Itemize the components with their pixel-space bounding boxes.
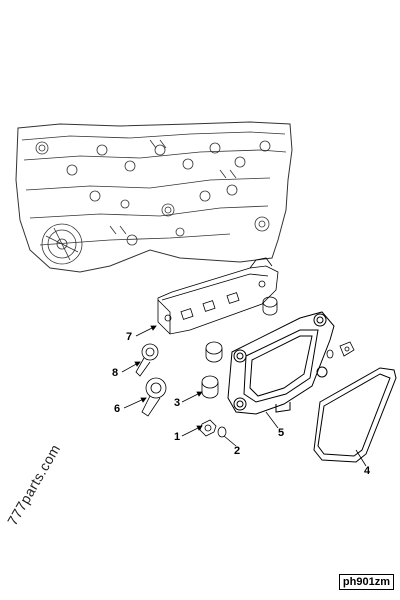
callout-6: 6	[114, 403, 120, 415]
part-2-washer	[217, 426, 227, 438]
callout-8: 8	[112, 367, 118, 379]
isolator-mount-middle	[205, 341, 223, 363]
part-8-ring-terminal	[135, 343, 159, 377]
part-6-ring-terminal	[141, 377, 167, 417]
part-3-isolator	[201, 375, 219, 399]
callout-2: 2	[234, 445, 240, 457]
callout-7: 7	[126, 331, 132, 343]
isolator-mount-upper	[262, 296, 278, 316]
callout-3: 3	[174, 397, 180, 409]
engine-block-illustration	[15, 121, 293, 273]
callout-1: 1	[174, 431, 180, 443]
part-7-bracket	[157, 257, 279, 335]
callout-labels: 7 8 3 6 1 2 5 4	[112, 331, 371, 477]
part-5-ecm-module	[227, 311, 335, 415]
callout-4: 4	[364, 465, 371, 477]
callout-5: 5	[278, 427, 284, 439]
figure-id-label: ph901zm	[338, 574, 394, 590]
part-1-plug	[199, 419, 217, 437]
part-4-gasket	[313, 367, 397, 463]
fitting-right	[326, 341, 355, 359]
leader-lines	[121, 325, 367, 467]
